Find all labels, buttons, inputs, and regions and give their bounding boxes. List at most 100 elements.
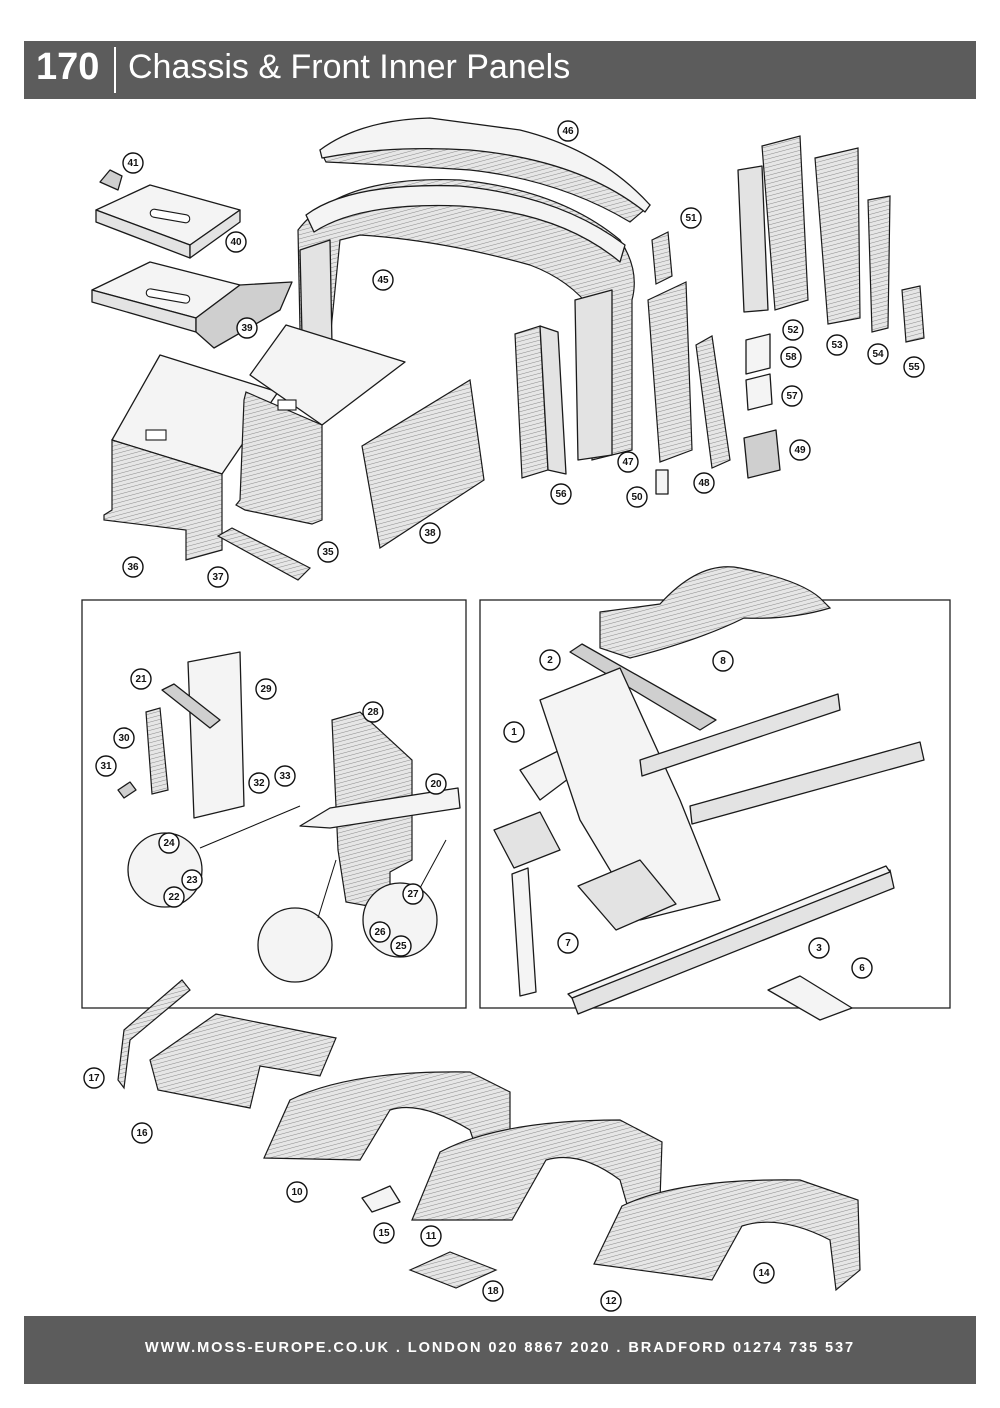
callout-11: 11 [420,1225,442,1247]
part-56-box [514,325,567,479]
part-38-panel [361,379,485,549]
callout-51: 51 [680,207,702,229]
callout-label: 21 [135,674,147,685]
callout-25: 25 [390,935,412,957]
callout-22: 22 [163,886,185,908]
callout-56: 56 [550,483,572,505]
callout-58: 58 [780,346,802,368]
callout-32: 32 [248,772,270,794]
part-12-wheel-arch [593,1179,861,1292]
callout-label: 24 [163,838,175,849]
callout-label: 50 [631,492,643,503]
callout-41: 41 [122,152,144,174]
callout-16: 16 [131,1122,153,1144]
callout-45: 45 [372,269,394,291]
part-55-plate [901,285,925,343]
header-divider [114,47,116,93]
callout-46: 46 [557,120,579,142]
callout-18: 18 [482,1280,504,1302]
callout-label: 30 [118,733,130,744]
part-30-plate [145,707,169,795]
callout-label: 26 [374,927,386,938]
callout-label: 37 [212,572,224,583]
callout-label: 52 [787,325,799,336]
part-48-member [695,335,731,469]
chassis-rail-middle [689,741,925,825]
callout-27: 27 [402,883,424,905]
callout-label: 25 [395,941,407,952]
callout-label: 36 [127,562,139,573]
callout-55: 55 [903,356,925,378]
part-6-bracket [767,975,853,1021]
callout-1: 1 [503,721,525,743]
part-17-bracket [117,979,191,1090]
callout-7: 7 [557,932,579,954]
callout-label: 16 [136,1128,148,1139]
callout-40: 40 [225,231,247,253]
part-18-plate [408,1251,498,1289]
callout-12: 12 [600,1290,622,1312]
callout-label: 49 [794,445,806,456]
part-58-bracket [745,333,771,375]
part-36-panel [103,354,279,561]
part-1-crossmember [493,667,721,931]
callout-29: 29 [255,678,277,700]
callout-label: 40 [230,237,242,248]
part-41-clip [99,169,123,191]
page-footer: WWW.MOSS-EUROPE.CO.UK . LONDON 020 8867 … [24,1316,976,1384]
callout-label: 54 [872,349,884,360]
callout-2: 2 [539,649,561,671]
callout-57: 57 [781,385,803,407]
callout-label: 18 [487,1286,499,1297]
callout-label: 53 [831,340,843,351]
part-16-panel [149,1013,337,1109]
callout-label: 28 [367,707,379,718]
part-2-strip [569,643,717,731]
callout-39: 39 [236,317,258,339]
callout-label: 38 [424,528,436,539]
chassis-rail-upper [639,693,841,777]
callout-label: 6 [859,963,865,974]
callout-label: 15 [378,1228,390,1239]
callout-17: 17 [83,1067,105,1089]
callout-label: 55 [908,362,920,373]
callout-label: 1 [511,727,517,738]
callout-8: 8 [712,650,734,672]
callout-label: 22 [168,892,180,903]
part-35-panel [235,324,406,525]
contact-line: WWW.MOSS-EUROPE.CO.UK . LONDON 020 8867 … [144,1340,856,1356]
callout-50: 50 [626,486,648,508]
callout-label: 29 [260,684,272,695]
part-50-plate [655,469,669,495]
callout-label: 7 [565,938,571,949]
part-47-member [647,281,693,463]
callout-label: 2 [547,655,553,666]
callout-label: 10 [291,1187,303,1198]
callout-3: 3 [808,937,830,959]
callout-53: 53 [826,334,848,356]
callout-label: 57 [786,391,798,402]
part-54-strip [867,195,891,333]
part-57-bracket [745,373,773,411]
part-49-bracket [743,429,781,479]
part-45-front-shroud [297,178,635,461]
part-53-panel [814,147,861,325]
left-detail-box [81,599,467,1009]
callout-label: 23 [186,875,198,886]
part-40-tray [95,184,241,259]
page-header: 170 Chassis & Front Inner Panels [24,41,976,99]
callout-label: 17 [88,1073,100,1084]
callout-label: 47 [622,457,634,468]
callout-label: 12 [605,1296,617,1307]
callout-20: 20 [425,773,447,795]
callout-label: 33 [279,771,291,782]
part-52-panel [737,135,809,313]
callout-37: 37 [207,566,229,588]
page-title: Chassis & Front Inner Panels [128,48,571,86]
part-15-bracket [361,1185,401,1213]
callout-26: 26 [369,921,391,943]
callout-52: 52 [782,319,804,341]
part-3-rail [567,865,895,1015]
part-21-bar [161,683,221,729]
